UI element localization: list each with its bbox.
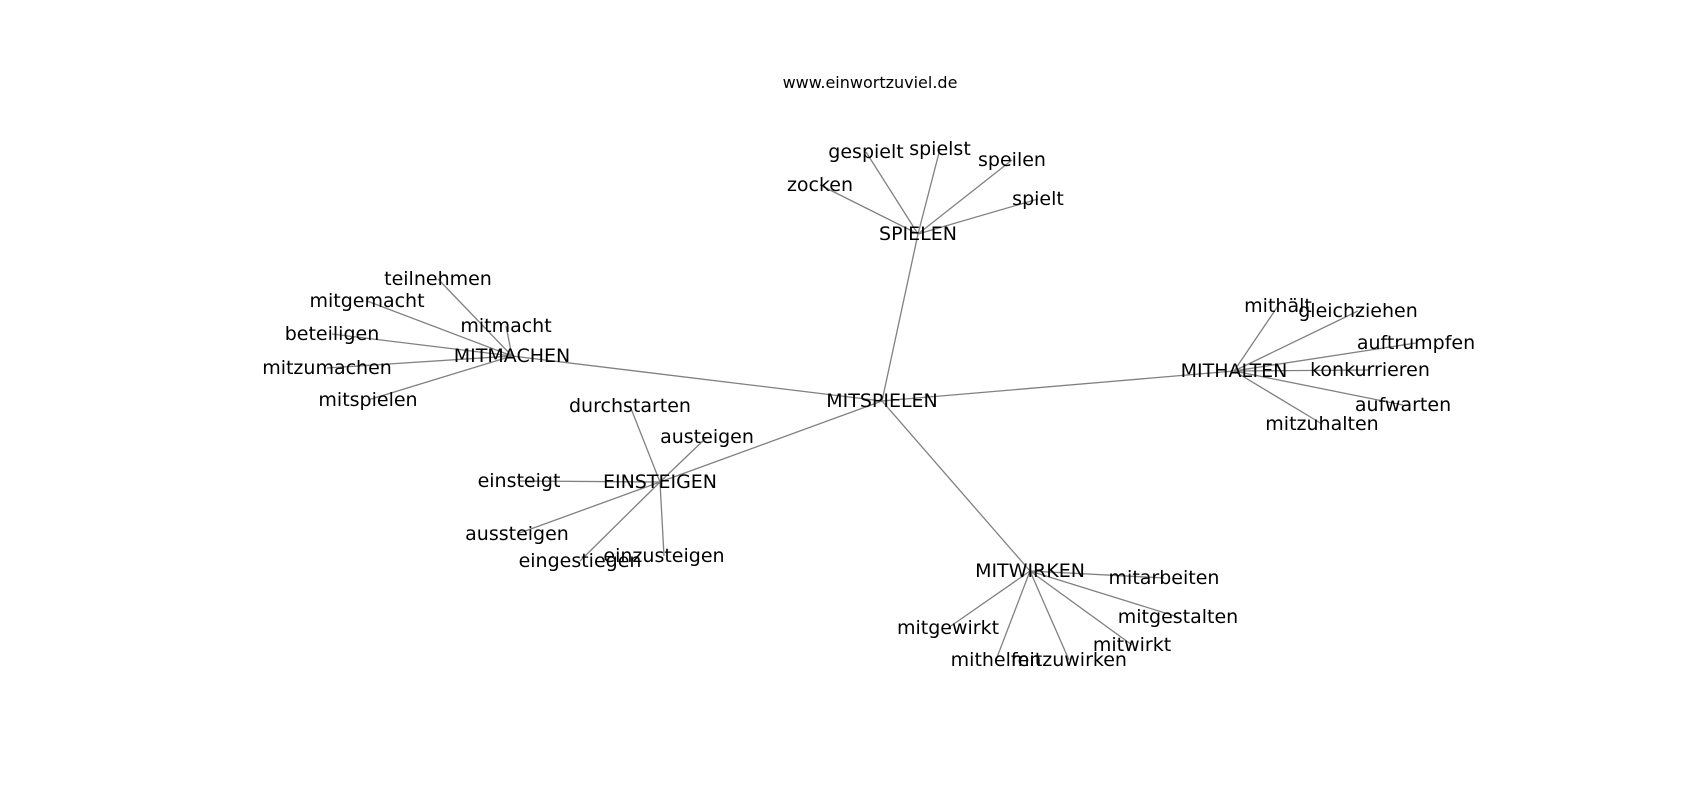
node-leaf: einzusteigen — [603, 545, 724, 567]
node-hub-mitwirken: MITWIRKEN — [975, 560, 1085, 582]
edge-root-einsteigen — [659, 400, 883, 483]
node-hub-mithalten: MITHALTEN — [1181, 360, 1288, 382]
edge-spielen-leaf — [917, 159, 1013, 235]
graph-edges — [326, 148, 1417, 661]
graph-labels: MITSPIELEN SPIELEN zocken gespielt spielst sp… — [262, 138, 1475, 671]
node-leaf: mitmacht — [460, 315, 551, 337]
node-hub-einsteigen: EINSTEIGEN — [603, 471, 717, 493]
node-hub-spielen: SPIELEN — [879, 223, 957, 245]
edge-root-mitmachen — [511, 355, 883, 402]
node-leaf: mithelfen — [951, 649, 1042, 671]
edge-mitwirken-leaf — [995, 570, 1031, 661]
node-leaf: spielst — [909, 138, 971, 160]
node-leaf: austeigen — [660, 426, 754, 448]
edge-einsteigen-leaf — [659, 436, 708, 483]
edge-einsteigen-leaf — [579, 481, 661, 562]
node-leaf: konkurrieren — [1310, 359, 1430, 381]
node-leaf: mitgewirkt — [897, 617, 999, 639]
edge-root-spielen — [881, 233, 919, 402]
node-leaf: durchstarten — [569, 395, 691, 417]
node-leaf: gleichziehen — [1298, 300, 1418, 322]
edge-spielen-leaf — [917, 198, 1039, 235]
edge-mitmachen-leaf — [331, 333, 513, 357]
edge-einsteigen-leaf — [629, 405, 661, 483]
node-leaf: eingestiegen — [519, 550, 642, 572]
node-leaf: teilnehmen — [384, 268, 492, 290]
edge-root-mithalten — [881, 370, 1235, 402]
node-hub-mitmachen: MITMACHEN — [454, 345, 570, 367]
node-leaf: mitzuhalten — [1265, 413, 1378, 435]
node-leaf: mitzuwirken — [1011, 649, 1127, 671]
node-leaf: aussteigen — [465, 523, 569, 545]
site-url: www.einwortzuviel.de — [783, 73, 958, 92]
edge-einsteigen-leaf — [659, 481, 665, 557]
node-leaf: beteiligen — [285, 323, 380, 345]
edge-mitmachen-leaf — [326, 355, 513, 369]
node-leaf: mithält — [1244, 295, 1312, 317]
node-leaf: mitgestalten — [1118, 606, 1238, 628]
node-leaf: gespielt — [828, 141, 903, 163]
node-root: MITSPIELEN — [826, 390, 938, 412]
node-leaf: einsteigt — [478, 470, 561, 492]
node-leaf: mitspielen — [318, 389, 417, 411]
node-leaf: zocken — [787, 174, 853, 196]
edge-mitwirken-leaf — [1029, 570, 1133, 646]
node-leaf: mitzumachen — [262, 357, 392, 379]
node-leaf: auftrumpfen — [1357, 332, 1475, 354]
edge-spielen-leaf — [819, 184, 919, 235]
edge-mitmachen-leaf — [367, 355, 513, 401]
node-leaf: aufwarten — [1355, 394, 1451, 416]
edge-spielen-leaf — [917, 148, 941, 235]
edge-mitmachen-leaf — [505, 325, 513, 357]
edge-spielen-leaf — [865, 151, 919, 235]
edge-einsteigen-leaf — [516, 481, 661, 535]
node-leaf: speilen — [978, 149, 1046, 171]
edge-mithalten-leaf — [1233, 369, 1371, 372]
edge-mitwirken-leaf — [1029, 570, 1070, 661]
edge-mithalten-leaf — [1233, 305, 1279, 372]
edge-mitwirken-leaf — [1029, 570, 1165, 579]
node-leaf: mitarbeiten — [1109, 567, 1220, 589]
node-leaf: mitwirkt — [1093, 634, 1171, 656]
edge-mithalten-leaf — [1233, 342, 1417, 372]
edge-mithalten-leaf — [1233, 310, 1359, 372]
node-leaf: mitgemacht — [309, 290, 424, 312]
edge-mithalten-leaf — [1233, 370, 1323, 425]
edge-mitwirken-leaf — [947, 570, 1031, 629]
edge-einsteigen-leaf — [518, 480, 661, 483]
edge-mithalten-leaf — [1233, 370, 1404, 406]
edge-mitwirken-leaf — [1029, 570, 1179, 618]
node-leaf: spielt — [1012, 188, 1064, 210]
edge-root-mitwirken — [881, 400, 1031, 572]
edge-mitmachen-leaf — [366, 300, 513, 357]
edge-mitmachen-leaf — [437, 278, 513, 357]
